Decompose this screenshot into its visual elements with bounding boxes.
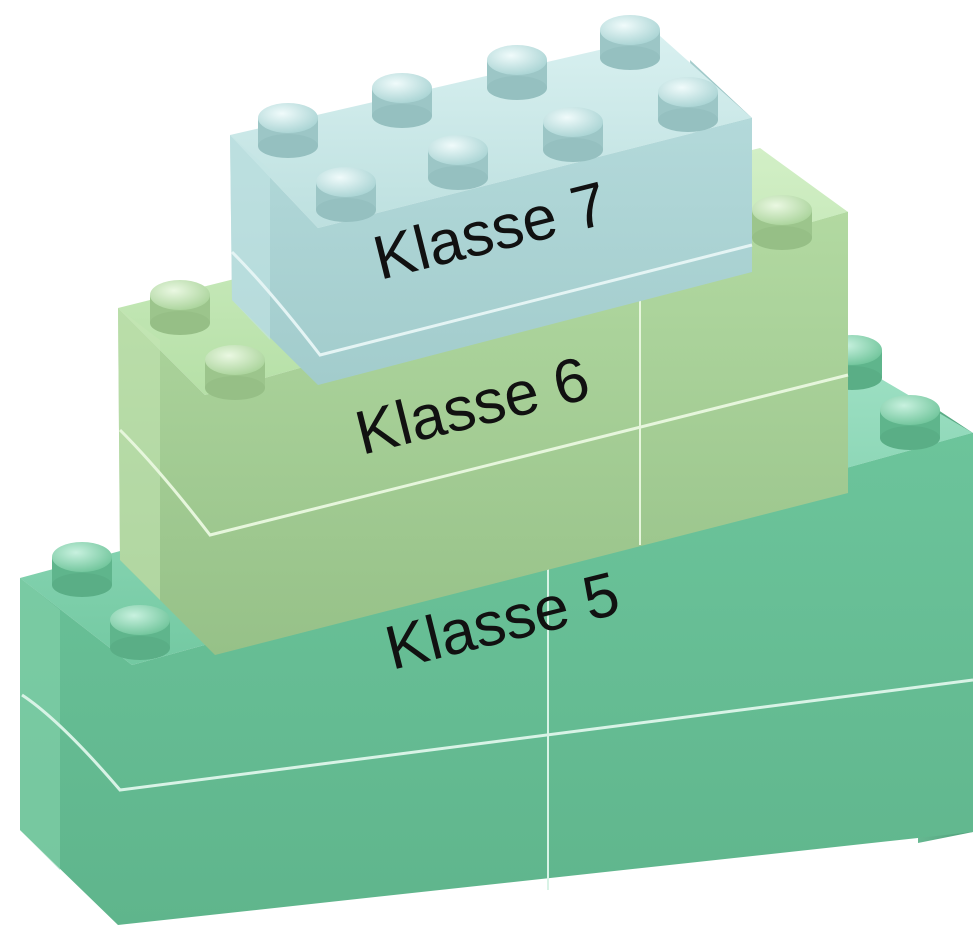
cylinder-stud-icon bbox=[52, 542, 112, 597]
brick-7-seam bbox=[230, 243, 753, 357]
cylinder-stud-icon bbox=[110, 605, 170, 660]
brick-6-studs bbox=[150, 195, 812, 400]
brick-7-left-face bbox=[230, 135, 270, 340]
cylinder-stud-icon bbox=[316, 167, 376, 222]
brick-6-front-face bbox=[118, 212, 848, 655]
brick-6-seam bbox=[118, 373, 849, 537]
cylinder-stud-icon bbox=[752, 195, 812, 250]
brick-5-left-face bbox=[20, 578, 60, 870]
brick-5-seam bbox=[21, 678, 973, 792]
cylinder-stud-icon bbox=[658, 77, 718, 132]
cylinder-stud-icon bbox=[205, 345, 265, 400]
cylinder-stud-icon bbox=[880, 395, 940, 450]
cylinder-stud-icon bbox=[428, 135, 488, 190]
cylinder-stud-icon bbox=[600, 15, 660, 70]
brick-6-left-face bbox=[118, 308, 160, 600]
cylinder-stud-icon bbox=[487, 45, 547, 100]
brick-7-studs bbox=[258, 15, 718, 222]
cylinder-stud-icon bbox=[258, 103, 318, 158]
brick-klasse-7 bbox=[230, 15, 753, 385]
brick-5-front-face bbox=[20, 433, 973, 925]
cylinder-stud-icon bbox=[543, 107, 603, 162]
cylinder-stud-icon bbox=[372, 73, 432, 128]
brick-7-front-face bbox=[230, 118, 752, 385]
cylinder-stud-icon bbox=[150, 280, 210, 335]
